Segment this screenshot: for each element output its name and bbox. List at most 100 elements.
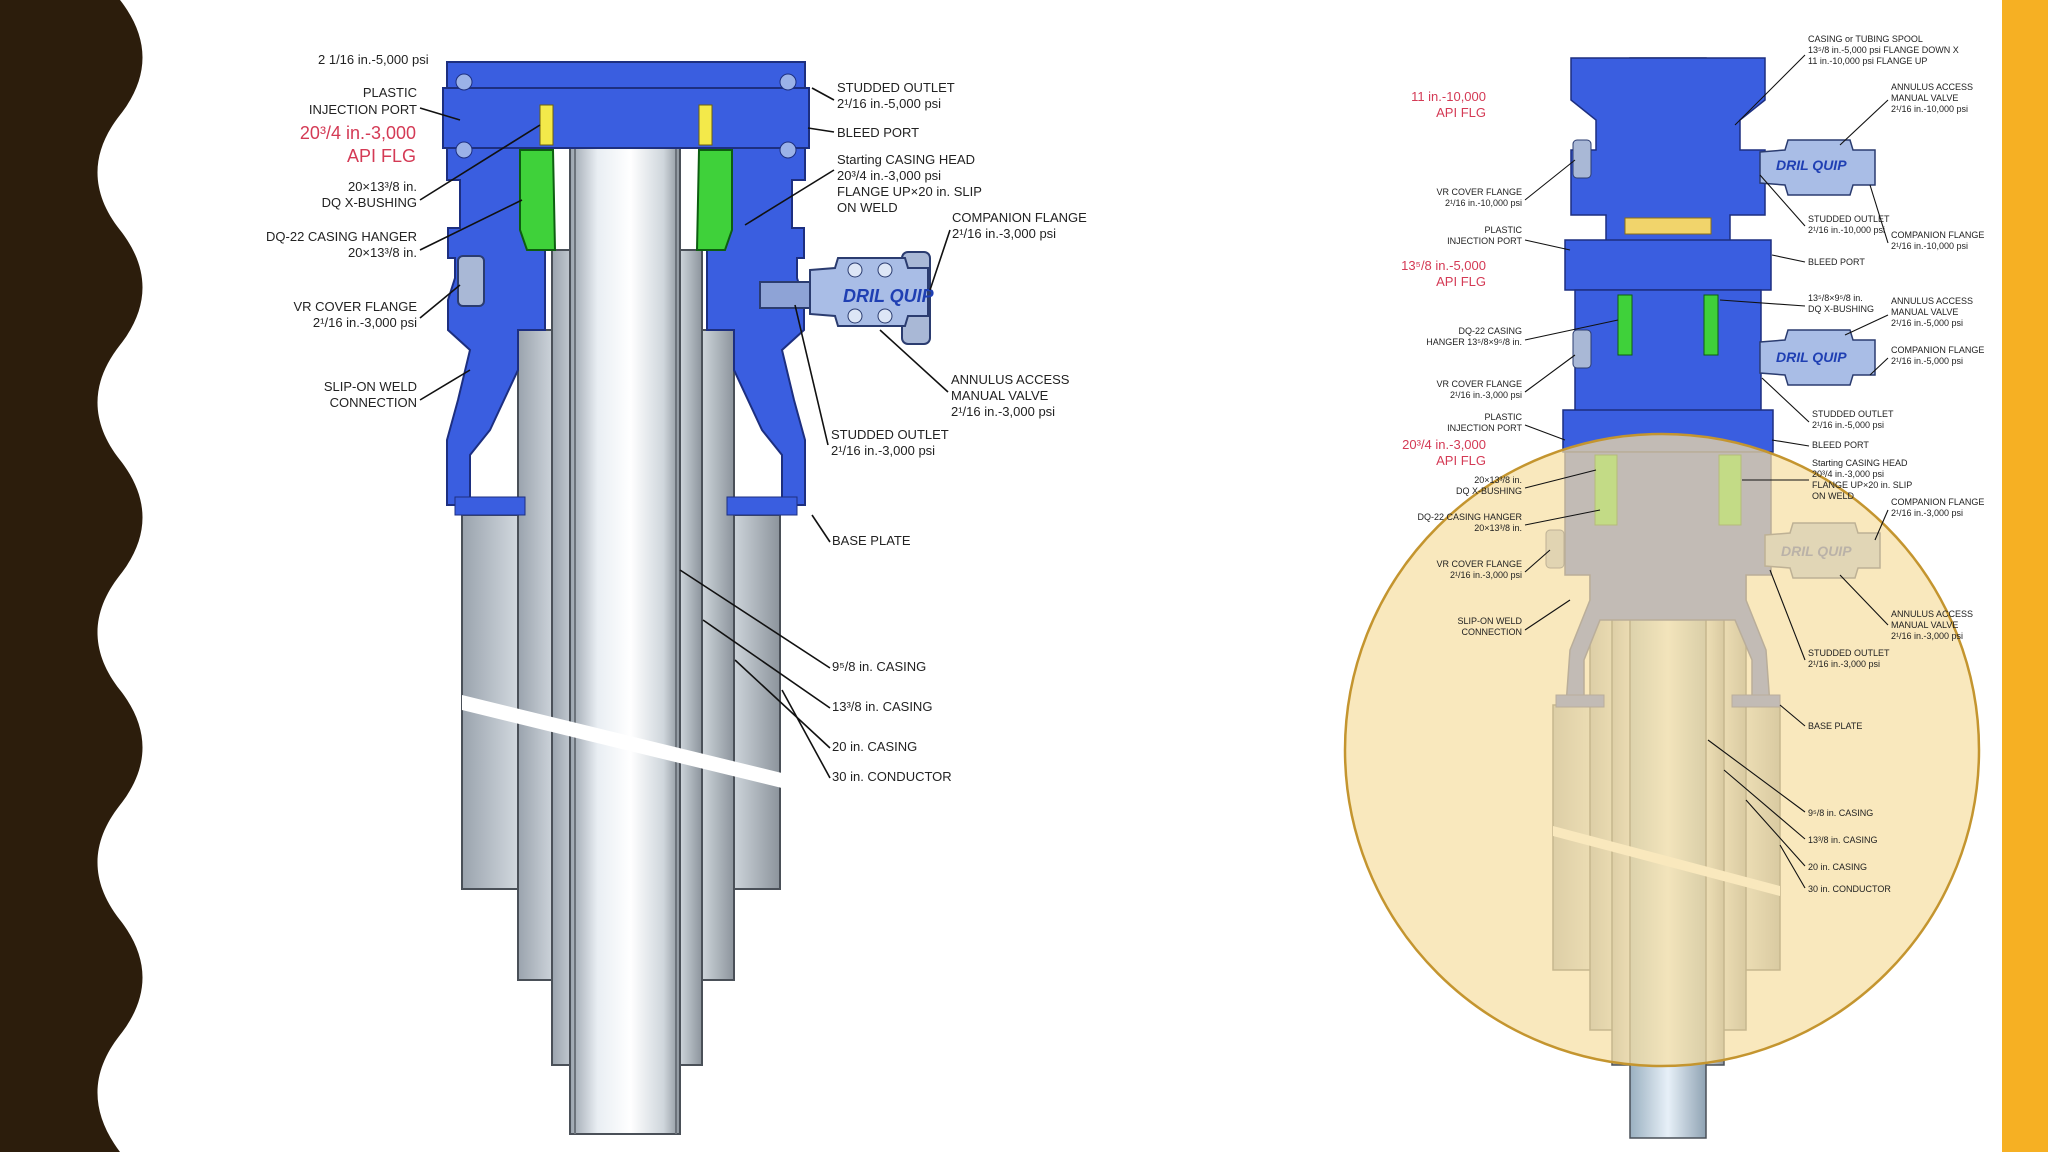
r-casing-13: 13³/8 in. CASING: [1808, 835, 1878, 845]
left-wellhead-diagram: DRIL QUIP: [442, 61, 935, 1135]
r-studded-mid-2: 2¹/16 in.-5,000 psi: [1812, 420, 1884, 430]
r-xbushing2-2: DQ X-BUSHING: [1456, 486, 1522, 496]
r-bleed2: BLEED PORT: [1812, 440, 1869, 450]
right-labels: CASING or TUBING SPOOL 13⁵/8 in.-5,000 p…: [1401, 34, 1984, 894]
r-xbushing1-2: DQ X-BUSHING: [1808, 304, 1874, 314]
r-annulus-mid-3: 2¹/16 in.-5,000 psi: [1891, 318, 1963, 328]
plastic-port-label-1: PLASTIC: [363, 85, 417, 100]
r-valve-mid-brand: DRIL QUIP: [1776, 349, 1847, 365]
r-spool-label-3: 11 in.-10,000 psi FLANGE UP: [1808, 56, 1927, 66]
casing-label-13: 13³/8 in. CASING: [832, 699, 932, 714]
r-annulus-top-2: MANUAL VALVE: [1891, 93, 1958, 103]
r-casing-20: 20 in. CASING: [1808, 862, 1867, 872]
annulus-valve-label-3: 2¹/16 in.-3,000 psi: [951, 404, 1055, 419]
r-starting-2: 20³/4 in.-3,000 psi: [1812, 469, 1884, 479]
annulus-valve-label-1: ANNULUS ACCESS: [951, 372, 1070, 387]
r-hanger2-2: 20×13³/8 in.: [1474, 523, 1522, 533]
plastic-port-label-2: INJECTION PORT: [309, 102, 417, 117]
studded-outlet-bottom-label-2: 2¹/16 in.-3,000 psi: [831, 443, 935, 458]
vr-cover-label-1: VR COVER FLANGE: [293, 299, 417, 314]
r-annulus-top-3: 2¹/16 in.-10,000 psi: [1891, 104, 1968, 114]
r-starting-1: Starting CASING HEAD: [1812, 458, 1908, 468]
r-flange1358-2: API FLG: [1436, 274, 1486, 289]
annulus-valve-body: [809, 257, 929, 327]
r-xbushing2-1: 20×13³/8 in.: [1474, 475, 1522, 485]
r-annulus-mid-2: MANUAL VALVE: [1891, 307, 1958, 317]
r-spool-label-1: CASING or TUBING SPOOL: [1808, 34, 1923, 44]
starting-head-label-4: ON WELD: [837, 200, 898, 215]
studded-outlet-top-label-1: STUDDED OUTLET: [837, 80, 955, 95]
r-slip-2: CONNECTION: [1462, 627, 1523, 637]
r-hanger-top: [1624, 217, 1712, 235]
slip-on-weld-label-1: SLIP-ON WELD: [324, 379, 417, 394]
r-starting-4: ON WELD: [1812, 491, 1855, 501]
left-decorative-band: [0, 0, 143, 1152]
r-annulus-top-1: ANNULUS ACCESS: [1891, 82, 1973, 92]
r-plastic1-1: PLASTIC: [1484, 225, 1522, 235]
r-valve-top: [1759, 139, 1876, 196]
left-labels: 2 1/16 in.-5,000 psi PLASTIC INJECTION P…: [266, 52, 1087, 784]
r-slip-1: SLIP-ON WELD: [1457, 616, 1522, 626]
right-accent-band: [2002, 0, 2048, 1152]
r-plastic2-2: INJECTION PORT: [1447, 423, 1522, 433]
left-leader-lines: [419, 87, 951, 779]
starting-head-label-1: Starting CASING HEAD: [837, 152, 975, 167]
r-flange11-label-2: API FLG: [1436, 105, 1486, 120]
x-bushing-left: [539, 104, 554, 146]
r-flange2034-1: 20³/4 in.-3,000: [1402, 437, 1486, 452]
casing-label-9: 9⁵/8 in. CASING: [832, 659, 926, 674]
r-xbushing1-1: 13⁵/8×9⁵/8 in.: [1808, 293, 1863, 303]
r-studded-low-1: STUDDED OUTLET: [1808, 648, 1890, 658]
r-annulus-low-3: 2¹/16 in.-3,000 psi: [1891, 631, 1963, 641]
r-plastic1-2: INJECTION PORT: [1447, 236, 1522, 246]
r-annulus-mid-1: ANNULUS ACCESS: [1891, 296, 1973, 306]
casing-hanger-right: [695, 149, 733, 251]
cut-band: [462, 695, 790, 790]
r-vr-mid-2: 2¹/16 in.-3,000 psi: [1450, 390, 1522, 400]
r-flange1358-1: 13⁵/8 in.-5,000: [1401, 258, 1486, 273]
casing-label-20: 20 in. CASING: [832, 739, 917, 754]
flange-upper: [442, 87, 810, 149]
x-bushing-label-1: 20×13³/8 in.: [348, 179, 417, 194]
slip-on-weld-label-2: CONNECTION: [330, 395, 417, 410]
casing-label-30: 30 in. CONDUCTOR: [832, 769, 952, 784]
studded-outlet-top-label-2: 2¹/16 in.-5,000 psi: [837, 96, 941, 111]
studs-left: [455, 73, 797, 159]
starting-head-label-3: FLANGE UP×20 in. SLIP: [837, 184, 982, 199]
r-bleed1: BLEED PORT: [1808, 257, 1865, 267]
r-studded-top-2: 2¹/16 in.-10,000 psi: [1808, 225, 1885, 235]
valve-brand-left: DRIL QUIP: [843, 286, 935, 306]
bleed-port-label: BLEED PORT: [837, 125, 919, 140]
r-flange11-label-1: 11 in.-10,000: [1411, 89, 1486, 104]
flange-size-label: 20³/4 in.-3,000: [300, 123, 416, 143]
r-casing-9: 9⁵/8 in. CASING: [1808, 808, 1873, 818]
r-vr-cover-2: [1572, 329, 1592, 369]
r-companion-low-2: 2¹/16 in.-3,000 psi: [1891, 508, 1963, 518]
x-bushing-right: [698, 104, 713, 146]
r-vr-cover-1: [1572, 139, 1592, 179]
r-vr-low-2: 2¹/16 in.-3,000 psi: [1450, 570, 1522, 580]
r-hanger-green-1: [1617, 294, 1633, 356]
annulus-valve-label-2: MANUAL VALVE: [951, 388, 1049, 403]
r-hanger-green-2: [1703, 294, 1719, 356]
r-flange-top: [1564, 239, 1772, 291]
r-starting-3: FLANGE UP×20 in. SLIP: [1812, 480, 1912, 490]
hanger-label-1: DQ-22 CASING HANGER: [266, 229, 417, 244]
r-vr-top-2: 2¹/16 in.-10,000 psi: [1445, 198, 1522, 208]
r-valve-mid: [1759, 329, 1876, 386]
r-studded-top-1: STUDDED OUTLET: [1808, 214, 1890, 224]
right-leader-lines: [1524, 54, 1889, 889]
r-casing-30: 30 in. CONDUCTOR: [1808, 884, 1891, 894]
starting-head-label-2: 20³/4 in.-3,000 psi: [837, 168, 941, 183]
companion-flange-label-2: 2¹/16 in.-3,000 psi: [952, 226, 1056, 241]
r-companion-mid-1: COMPANION FLANGE: [1891, 345, 1984, 355]
casing-hanger-left: [519, 149, 557, 251]
r-annulus-low-1: ANNULUS ACCESS: [1891, 609, 1973, 619]
r-plastic2-1: PLASTIC: [1484, 412, 1522, 422]
r-hanger1-2: HANGER 13⁵/8×9⁵/8 in.: [1426, 337, 1522, 347]
r-valve-top-brand: DRIL QUIP: [1776, 157, 1847, 173]
r-spool-label-2: 13⁵/8 in.-5,000 psi FLANGE DOWN X: [1808, 45, 1959, 55]
base-plate-label: BASE PLATE: [832, 533, 911, 548]
r-annulus-low-2: MANUAL VALVE: [1891, 620, 1958, 630]
